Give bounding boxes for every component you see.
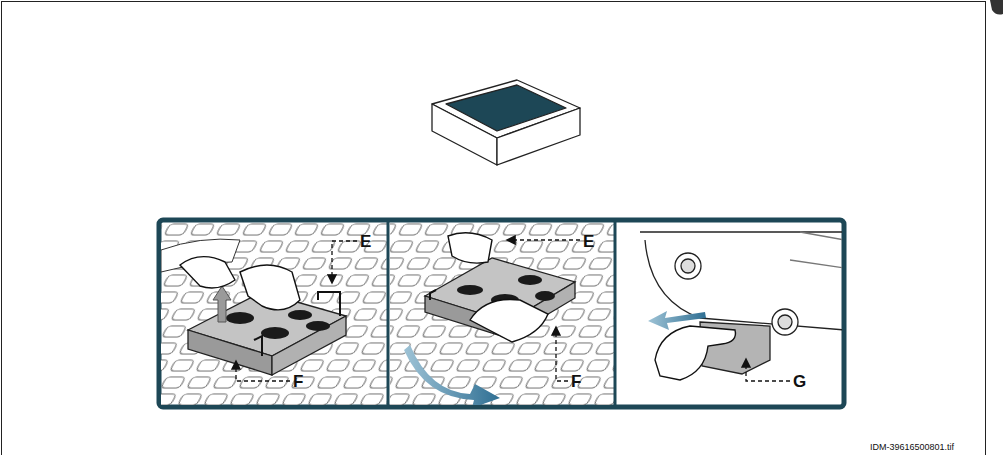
illustration-path	[640, 231, 842, 232]
leader-lines	[236, 240, 790, 381]
part-letter: F	[293, 373, 303, 390]
part-letter: E	[360, 233, 371, 250]
illustration-path	[645, 240, 842, 330]
illustration-circle	[681, 259, 695, 273]
illustration-polygon	[497, 108, 580, 165]
illustration-path	[318, 292, 340, 316]
illustration-rect	[161, 222, 387, 405]
box-icon	[432, 80, 580, 165]
illustration-path	[790, 232, 842, 268]
illustration-rect	[390, 222, 614, 405]
illustration-ellipse	[457, 285, 483, 295]
illustration-ellipse	[261, 327, 289, 339]
illustration-line	[985, 1, 986, 455]
illustration-ellipse	[226, 312, 254, 324]
step-three-illustration	[640, 232, 842, 380]
illustration-path	[556, 328, 568, 381]
step-two-illustration	[390, 222, 614, 405]
illustration-path	[746, 360, 790, 381]
page-frame	[1, 1, 986, 455]
panel-divider	[614, 222, 617, 405]
illustration-circle	[772, 309, 798, 335]
illustration-line	[1, 1, 985, 2]
illustration-circle	[778, 315, 792, 329]
illustration-polygon	[213, 286, 231, 322]
illustration-polygon	[272, 316, 346, 375]
corner-icon	[990, 0, 1003, 15]
part-letter: G	[793, 373, 806, 390]
illustration-path	[508, 239, 580, 240]
step-one-illustration	[161, 222, 387, 405]
part-letter: F	[571, 373, 581, 390]
part-letter: E	[583, 233, 594, 250]
illustration-path	[180, 257, 235, 288]
illustration-g	[226, 310, 330, 339]
illustration-ellipse	[288, 310, 312, 320]
illustration-path	[240, 265, 300, 310]
illustration-polygon	[432, 104, 497, 165]
illustration-path	[655, 326, 735, 380]
illustration-path	[448, 233, 492, 263]
illustration-path	[404, 345, 500, 405]
illustration-path	[332, 241, 357, 282]
illustration-path	[470, 299, 548, 342]
file-reference: IDM-39616500801.tif	[870, 443, 954, 452]
illustration-path	[430, 290, 436, 300]
illustration-circle	[675, 253, 701, 279]
illustration-path	[236, 362, 290, 381]
illustration-ellipse	[306, 321, 330, 331]
panel-divider	[387, 222, 390, 405]
illustration-ellipse	[518, 275, 542, 285]
illustration-polygon	[188, 330, 272, 375]
illustration-ellipse	[535, 291, 555, 301]
illustration-path	[254, 336, 262, 356]
illustration-line	[1, 1, 2, 455]
